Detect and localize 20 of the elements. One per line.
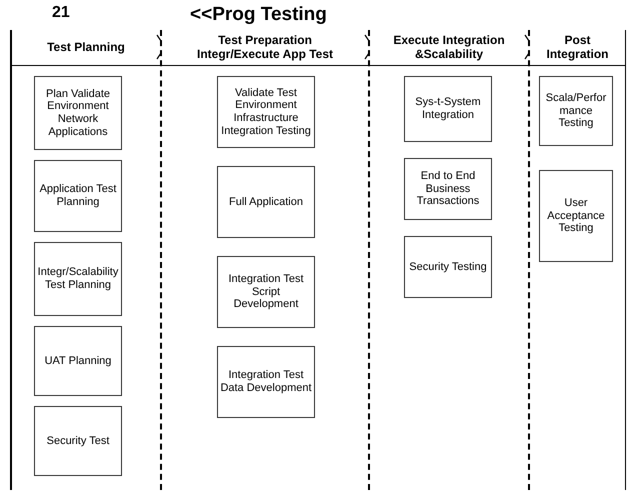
step-box: Scala/Performance Testing — [539, 76, 613, 146]
step-box: Full Application — [217, 166, 315, 238]
phase-column — [10, 30, 162, 490]
step-box: Validate Test Environment Infrastructure Integration Testing — [217, 76, 315, 148]
phase-column — [370, 30, 530, 490]
step-box: Security Testing — [404, 236, 492, 298]
diagram-title: <<Prog Testing — [190, 4, 327, 26]
step-box: Integration Test Script Development — [217, 256, 315, 328]
phase-column — [162, 30, 370, 490]
phase-column — [530, 30, 626, 490]
step-box: User Acceptance Testing — [539, 170, 613, 262]
step-box: UAT Planning — [34, 326, 122, 396]
step-box: Integration Test Data Development — [217, 346, 315, 418]
step-box: End to End Business Transactions — [404, 158, 492, 220]
step-box: Plan Validate Environment Network Applications — [34, 76, 122, 150]
page-number: 21 — [52, 4, 70, 22]
step-box: Application Test Planning — [34, 160, 122, 232]
step-box: Integr/Scalability Test Planning — [34, 242, 122, 316]
step-box: Security Test — [34, 406, 122, 476]
step-box: Sys-t-System Integration — [404, 76, 492, 142]
